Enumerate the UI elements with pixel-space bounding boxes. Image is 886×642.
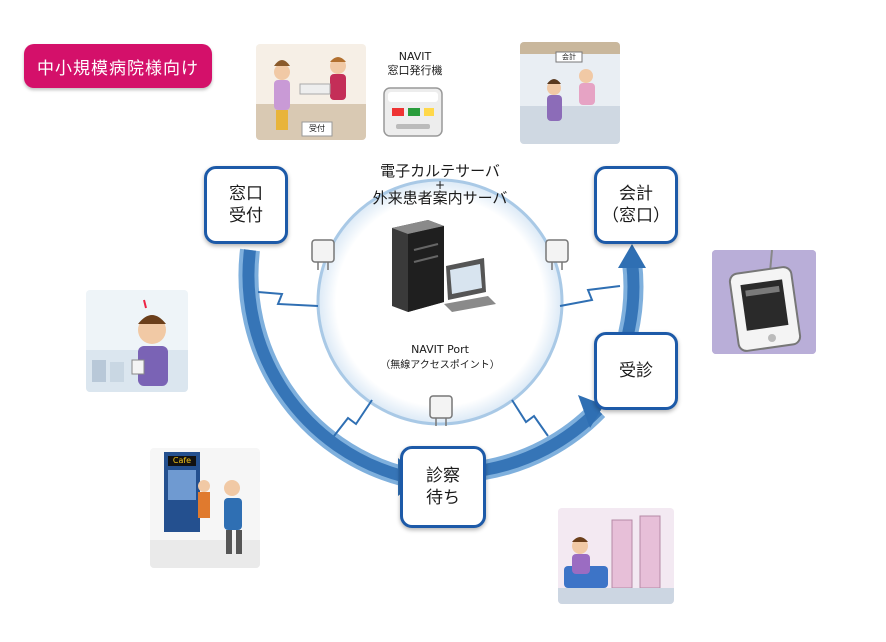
step-waiting-line-2: 待ち (426, 488, 460, 508)
kiosk-line-2: 窓口発行機 (387, 64, 443, 77)
step-payment[interactable]: 会計 （窓口） (594, 166, 678, 244)
cafe-sign-text: Cafe (172, 456, 192, 465)
access-point-left (311, 239, 335, 270)
access-point-right (545, 239, 569, 270)
step-waiting-line-1: 診察 (426, 466, 460, 486)
step-payment-line-1: 会計 (619, 184, 653, 204)
step-payment-line-2: （窓口） (602, 206, 670, 226)
reception-illustration: 受付 (256, 44, 366, 140)
port-line-2: （無線アクセスポイント） (380, 360, 500, 371)
server-line-2: + (434, 178, 446, 192)
kiosk-line-1: NAVIT (398, 50, 432, 63)
step-waiting[interactable]: 診察 待ち (400, 446, 486, 528)
step-exam-line-1: 受診 (619, 361, 653, 381)
step-exam[interactable]: 受診 (594, 332, 678, 410)
kiosk-machine (383, 87, 443, 137)
cafe-illustration: Cafe (150, 448, 260, 568)
server-line-1: 電子カルテサーバ (380, 162, 500, 180)
payment-illustration: 会計 (520, 42, 620, 144)
step-reception-line-1: 窓口 (229, 184, 263, 204)
staff-illustration (86, 290, 188, 392)
server-line-3: 外来患者案内サーバ (372, 189, 508, 207)
server-illustration (392, 220, 444, 312)
monitor-illustration (444, 258, 496, 312)
target-badge: 中小規模病院様向け (24, 44, 212, 88)
payment-sign-text: 会計 (562, 53, 576, 61)
access-point-bottom (429, 395, 453, 426)
server-label: 電子カルテサーバ + 外来患者案内サーバ (350, 163, 530, 207)
port-line-1: NAVIT Port (411, 343, 469, 356)
kiosk-label: NAVIT 窓口発行機 (378, 50, 452, 78)
step-reception[interactable]: 窓口 受付 (204, 166, 288, 244)
device-illustration (712, 250, 816, 354)
step-reception-line-2: 受付 (229, 206, 263, 226)
reception-sign-text: 受付 (309, 124, 325, 133)
flow-arrowhead-payment (618, 244, 646, 268)
exam-room-illustration (558, 508, 674, 604)
port-label: NAVIT Port （無線アクセスポイント） (360, 342, 520, 374)
wireless-links (257, 285, 621, 437)
